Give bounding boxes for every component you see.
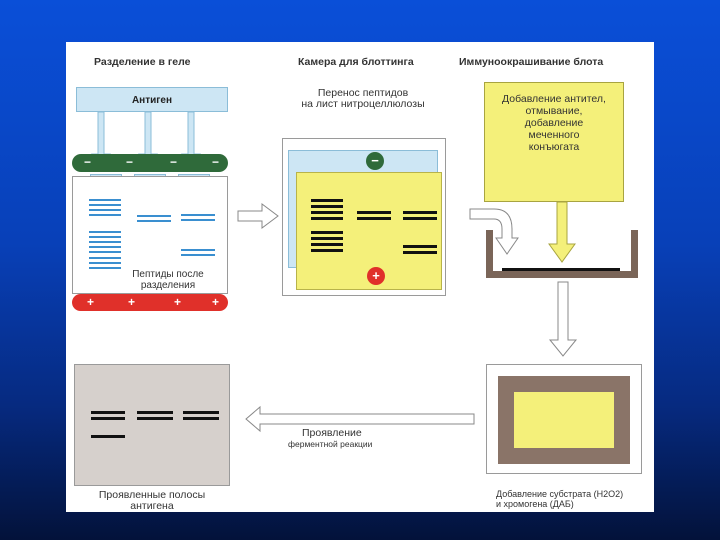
transfer-label: Перенос пептидов на лист нитроцеллюлозы [301,87,425,110]
chamber-positive-electrode: + [367,267,385,285]
gel-positive-electrode: + + + + [72,294,228,311]
arrow-left [245,405,475,433]
antibody-box: Добавление антител, отмывание, добавлени… [484,82,624,202]
minus-sign: − [126,155,134,169]
blot-strip [502,268,620,271]
developed-bands-label: Проявленные полосы антигена [98,489,206,512]
heading-gel-separation: Разделение в геле [94,56,191,68]
separation-gel: Пептиды после разделения [72,176,228,294]
minus-sign: − [84,155,92,169]
developed-membrane [74,364,230,486]
process-arrows [237,201,578,433]
gel-negative-electrode: − − − − [72,154,228,172]
chamber-negative-electrode: − [366,152,384,170]
plus-sign: + [174,295,182,309]
plus-sign: + [212,295,220,309]
diagram-slide: Разделение в геле Камера для блоттинга И… [66,42,654,512]
arrow-down [548,281,578,357]
antigen-box: Антиген [76,87,228,112]
antigen-label: Антиген [131,95,173,106]
plus-sign: + [87,295,95,309]
heading-immunostaining: Иммуноокрашивание блота [459,56,604,68]
minus-sign: − [212,155,220,169]
heading-blotting-chamber: Камера для блоттинга [298,56,414,68]
arrow-curved-down [469,208,519,255]
arrow-yellow-down [548,201,576,263]
peptides-label: Пептиды после разделения [132,269,204,291]
stained-blot [514,392,614,448]
plus-sign: + [128,295,136,309]
substrate-label: Добавление субстрата (Н2О2) и хромогена … [496,489,624,509]
development-label: Проявление ферментной реакции [288,427,373,450]
minus-sign: − [170,155,178,169]
arrow-right [237,203,279,229]
